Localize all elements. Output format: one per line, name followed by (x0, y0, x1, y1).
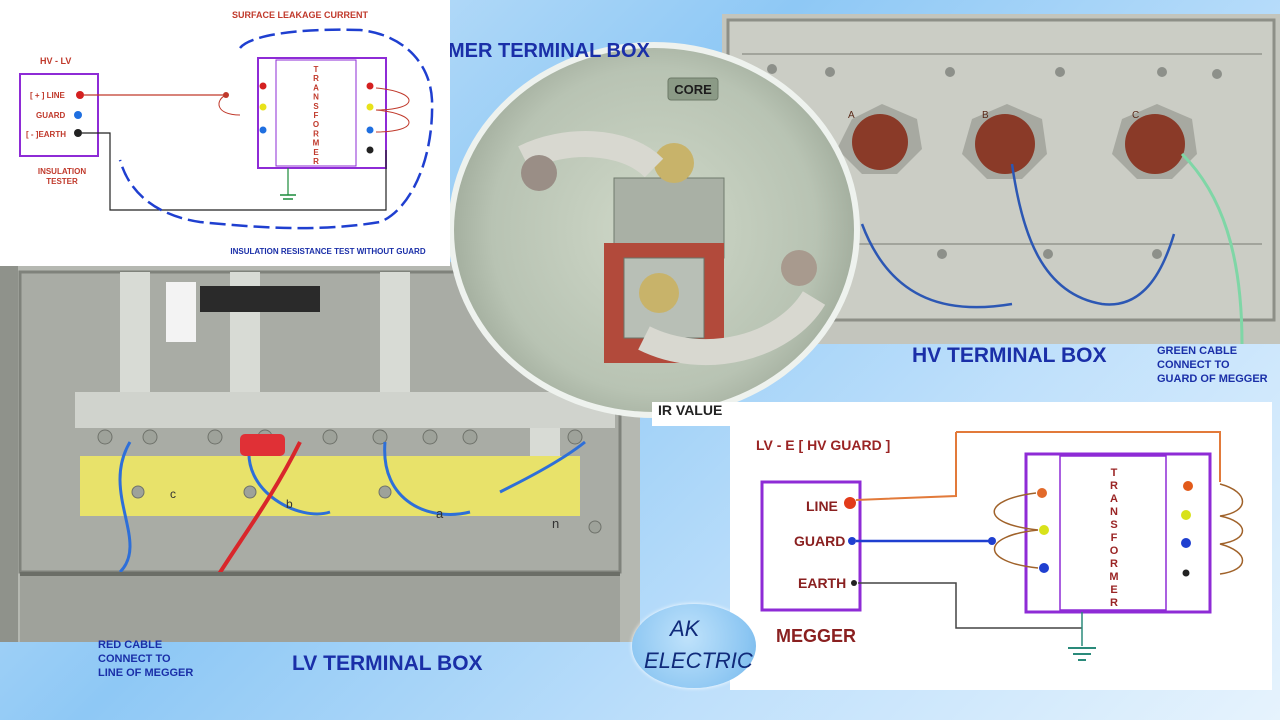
top-tester-label-1: INSULATION (38, 167, 87, 176)
transformer-letter: M (313, 139, 320, 148)
top-hv-lv-label: HV - LV (40, 56, 71, 66)
bottom-megger-label: MEGGER (776, 626, 856, 646)
green-cable-note: GREEN CABLE CONNECT TO GUARD OF MEGGER (1157, 344, 1268, 386)
transformer-letter: R (313, 157, 319, 166)
transformer-letter: S (1110, 519, 1117, 531)
top-line-label: [ + ] LINE (30, 91, 66, 100)
top-tester-label-2: TESTER (46, 177, 78, 186)
bottom-guard-label: GUARD (794, 533, 845, 549)
top-diagram-panel: SURFACE LEAKAGE CURRENT HV - LV [ + ] LI… (0, 0, 450, 266)
transformer-letter: T (314, 65, 319, 74)
core-terminal-photo: CORE (448, 42, 860, 418)
svg-text:n: n (552, 516, 559, 531)
green-note-line-1: GREEN CABLE (1157, 345, 1238, 357)
bottom-diagram-title: LV - E [ HV GUARD ] (756, 437, 890, 453)
top-diagram-title: SURFACE LEAKAGE CURRENT (232, 10, 369, 20)
transformer-letter: R (1110, 597, 1118, 609)
ir-value-text: IR VALUE (658, 402, 723, 418)
transformer-letter: O (1110, 545, 1119, 557)
transformer-letter: R (313, 129, 319, 138)
core-label: CORE (674, 82, 712, 97)
logo-ak: AK (670, 616, 700, 641)
red-cable-note: RED CABLE CONNECT TO LINE OF MEGGER (98, 638, 193, 680)
lv-terminal-box-title: LV TERMINAL BOX (292, 652, 483, 675)
logo-electric: ELECTRIC (644, 648, 753, 673)
svg-text:A: A (848, 110, 855, 121)
transformer-letter: R (1110, 480, 1118, 492)
transformer-letter: E (1110, 584, 1117, 596)
green-note-line-3: GUARD OF MEGGER (1157, 373, 1268, 385)
transformer-letter: A (1110, 493, 1118, 505)
svg-text:C: C (1132, 110, 1139, 121)
transformer-letter: N (313, 93, 319, 102)
ir-value-label: IR VALUE (652, 402, 732, 426)
transformer-letter: M (1109, 571, 1118, 583)
transformer-letter: R (1110, 558, 1118, 570)
svg-text:b: b (286, 497, 293, 511)
bottom-line-label: LINE (806, 498, 838, 514)
transformer-letter: S (313, 102, 319, 111)
ak-electric-logo: AK ELECTRIC (632, 604, 756, 688)
svg-text:c: c (170, 487, 176, 501)
bottom-diagram-panel: LV - E [ HV GUARD ] LINE GUARD EARTH MEG… (730, 402, 1272, 690)
transformer-letter: F (1111, 532, 1118, 544)
green-note-line-2: CONNECT TO (1157, 359, 1230, 371)
top-guard-label: GUARD (36, 111, 66, 120)
bottom-earth-label: EARTH (798, 575, 846, 591)
top-diagram-caption: INSULATION RESISTANCE TEST WITHOUT GUARD (230, 247, 425, 256)
red-note-line-3: LINE OF MEGGER (98, 667, 194, 679)
svg-text:a: a (436, 506, 444, 521)
transformer-letter: F (314, 111, 319, 120)
transformer-letter: T (1111, 467, 1118, 479)
top-earth-label: [ - ]EARTH (26, 130, 66, 139)
transformer-letter: A (313, 83, 319, 92)
transformer-letter: O (313, 120, 319, 129)
red-note-line-2: CONNECT TO (98, 653, 171, 665)
transformer-letter: E (313, 148, 319, 157)
transformer-letter: N (1110, 506, 1118, 518)
header-partial-title: MER TERMINAL BOX (448, 40, 650, 62)
svg-text:B: B (982, 110, 989, 121)
red-note-line-1: RED CABLE (98, 639, 163, 651)
transformer-letter: R (313, 74, 319, 83)
hv-terminal-box-title: HV TERMINAL BOX (912, 344, 1107, 367)
